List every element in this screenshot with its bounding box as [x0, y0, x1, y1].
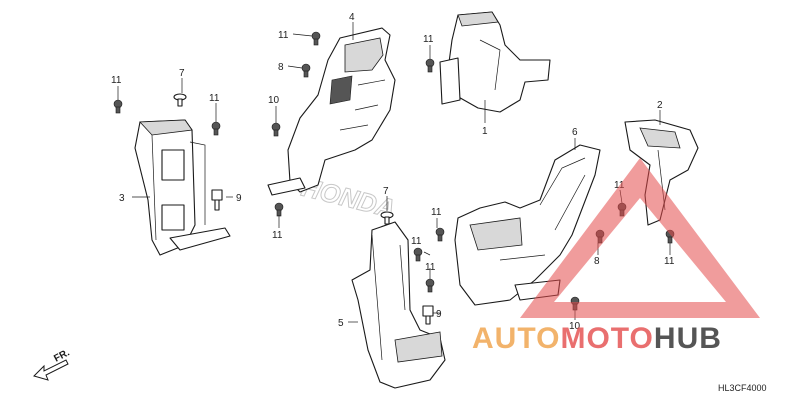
callout-6: 6: [572, 127, 578, 138]
fastener-11-f: [435, 227, 445, 242]
fastener-11-a: [113, 99, 123, 114]
diagram-code: HL3CF4000: [718, 383, 767, 393]
callout-7-upper: 7: [179, 68, 185, 79]
part-6-center-cover: [454, 144, 601, 306]
callout-11-c: 11: [278, 30, 289, 41]
fastener-7-a: [173, 93, 187, 107]
leader-lines: [117, 22, 671, 323]
watermark-word-moto: MOTO: [560, 322, 653, 355]
callout-9-lower: 9: [436, 309, 442, 320]
fastener-7-b: [380, 211, 394, 225]
callout-11-h: 11: [664, 256, 675, 267]
callout-11-i: 11: [425, 262, 436, 273]
callout-9-upper: 9: [236, 193, 242, 204]
callout-11-e: 11: [423, 34, 434, 45]
callout-4: 4: [349, 12, 355, 23]
callout-1: 1: [482, 126, 488, 137]
callout-2: 2: [657, 100, 663, 111]
callout-10-lower: 10: [569, 321, 581, 332]
part-5-lower-cover: [351, 221, 446, 389]
watermark-word-auto: AUTO: [472, 322, 560, 355]
fastener-11-b: [211, 121, 221, 136]
callout-11-j: 11: [411, 236, 422, 247]
fastener-9-b: [422, 305, 434, 325]
front-direction-marker: FR.: [33, 347, 72, 381]
watermark-text: AUTOMOTOHUB: [472, 322, 722, 355]
watermark-triangle-icon: [520, 158, 760, 318]
fastener-11-j: [425, 278, 435, 293]
fastener-11-e: [425, 58, 435, 73]
callout-11-a: 11: [111, 75, 122, 86]
fastener-10-a: [271, 122, 281, 137]
fastener-11-d: [274, 202, 284, 217]
callout-8-lower: 8: [594, 256, 600, 267]
callout-5: 5: [338, 318, 344, 329]
fastener-9-a: [211, 189, 223, 211]
watermark-word-hub: HUB: [654, 322, 722, 355]
part-3-left-cover: [134, 119, 231, 256]
watermark: AUTOMOTOHUB: [472, 158, 760, 355]
callout-11-d: 11: [272, 230, 283, 241]
callout-10-upper: 10: [268, 95, 280, 106]
callout-8-upper: 8: [278, 62, 284, 73]
callout-7-lower: 7: [383, 186, 389, 197]
part-1-duct: [439, 11, 551, 113]
fastener-11-i: [413, 247, 423, 262]
part-4-upper-cover: [267, 27, 396, 196]
fastener-11-c: [311, 31, 321, 46]
front-label: FR.: [52, 347, 72, 364]
fastener-8-a: [301, 63, 311, 78]
callout-11-f: 11: [431, 207, 442, 218]
front-arrow-icon: [33, 359, 69, 381]
callout-3: 3: [119, 193, 125, 204]
callout-11-b: 11: [209, 93, 220, 104]
